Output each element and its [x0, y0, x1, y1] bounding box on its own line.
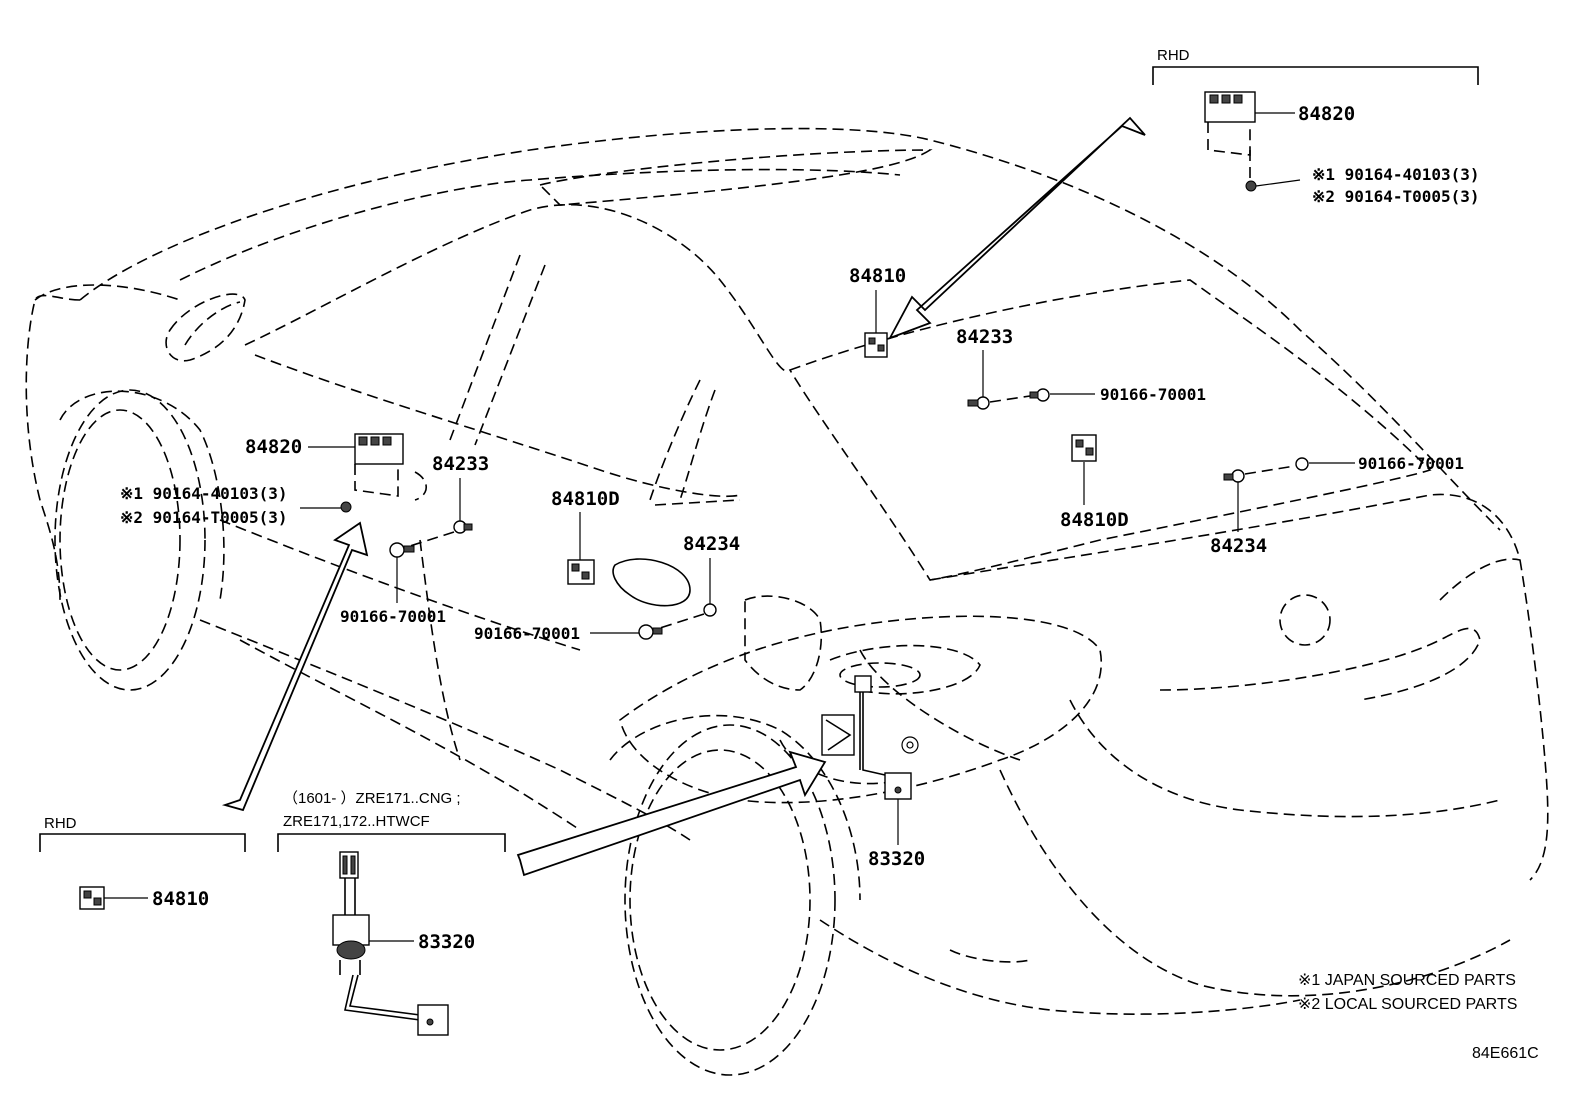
arrow-rear-window: [888, 116, 1146, 340]
screw-note-1-rhd: ※1 90164-40103(3): [1312, 165, 1480, 184]
fuel-gauge-83320-icon: [821, 675, 912, 800]
sensor-84233-front-icon: [389, 520, 473, 558]
cng-condition-line1: （1601- ）ZRE171..CNG ;: [283, 790, 461, 807]
rhd-bottom-label: RHD: [44, 815, 77, 832]
switch-84810-rhd-icon: [79, 886, 105, 910]
sensor-84233-rear-icon: [967, 388, 1050, 410]
legend-note-local: ※2 LOCAL SOURCED PARTS: [1298, 996, 1517, 1013]
legend: ※1 JAPAN SOURCED PARTS ※2 LOCAL SOURCED …: [1298, 972, 1539, 1062]
sensor-84234-rear-icon: [1223, 457, 1309, 483]
part-number-84810D-rear: 84810D: [1060, 509, 1129, 531]
part-number-84820-rhd: 84820: [1298, 103, 1355, 125]
callout-labels: RHD 84820 ※1 90164-40103(3) ※2 90164-T00…: [44, 47, 1480, 953]
part-number-84810: 84810: [849, 265, 906, 287]
arrow-fuel-tank: [516, 750, 827, 877]
part-number-90166-door: 90166-70001: [474, 624, 580, 643]
switch-84810D-door-icon: [567, 558, 691, 607]
switch-84810D-rear-icon: [1071, 434, 1097, 462]
switch-84820-front-icon: [340, 433, 428, 513]
brackets: [39, 66, 1479, 852]
part-number-90166-rear-a: 90166-70001: [1100, 385, 1206, 404]
part-number-84233-front: 84233: [432, 453, 489, 475]
screw-note-1-front: ※1 90164-40103(3): [120, 484, 288, 503]
fuel-gauge-cng-icon: [332, 851, 449, 1036]
part-number-84820-front: 84820: [245, 436, 302, 458]
cng-condition-line2: ZRE171,172..HTWCF: [283, 813, 430, 830]
screw-note-2-front: ※2 90164-T0005(3): [120, 508, 288, 527]
part-number-84810D-door: 84810D: [551, 488, 620, 510]
part-number-84234-door: 84234: [683, 533, 740, 555]
part-illustrations: [79, 91, 1309, 1036]
part-number-90166-rear-b: 90166-70001: [1358, 454, 1464, 473]
sensor-84234-door-icon: [638, 603, 717, 640]
car-outline: [25, 127, 1549, 1076]
pointer-arrows: [221, 116, 1146, 877]
screw-note-2-rhd: ※2 90164-T0005(3): [1312, 187, 1480, 206]
part-number-84810-rhd: 84810: [152, 888, 209, 910]
rhd-top-label: RHD: [1157, 47, 1190, 64]
switch-84810-icon: [864, 332, 888, 358]
part-number-83320-tank: 83320: [868, 848, 925, 870]
legend-note-japan: ※1 JAPAN SOURCED PARTS: [1298, 972, 1516, 989]
arrow-front-door: [221, 521, 369, 812]
part-number-84234-rear: 84234: [1210, 535, 1267, 557]
diagram-code: 84E661C: [1472, 1045, 1539, 1062]
switch-84820-rhd-icon: [1204, 91, 1257, 192]
part-number-84233-rear: 84233: [956, 326, 1013, 348]
part-number-83320-cng: 83320: [418, 931, 475, 953]
leader-lines: [104, 112, 1355, 942]
part-number-90166-front: 90166-70001: [340, 607, 446, 626]
